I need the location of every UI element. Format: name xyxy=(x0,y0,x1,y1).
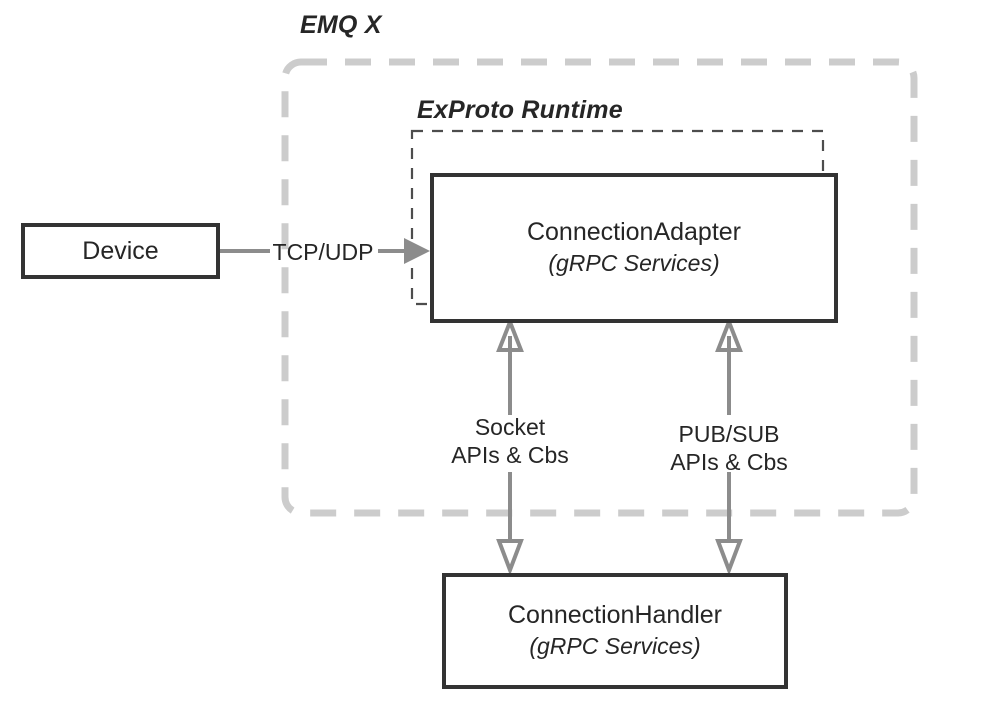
emqx-zone-title: EMQ X xyxy=(300,11,382,39)
tcp-udp-arrowhead-icon xyxy=(404,238,430,264)
edge-label-pubsub-apis: PUB/SUB APIs & Cbs xyxy=(670,421,788,475)
pubsub-arrowhead-down-icon xyxy=(715,539,743,576)
pubsub-arrowhead-up-icon xyxy=(715,316,743,352)
emqx-zone-boundary xyxy=(281,58,918,517)
socket-arrowhead-up-icon xyxy=(496,316,524,352)
exproto-zone-title: ExProto Runtime xyxy=(417,96,623,124)
node-connection-handler[interactable]: ConnectionHandler (gRPC Services) xyxy=(442,573,788,689)
node-connection-adapter-subtitle: (gRPC Services) xyxy=(548,250,720,276)
edge-label-tcp-udp: TCP/UDP xyxy=(272,239,374,265)
node-device[interactable]: Device xyxy=(21,223,220,279)
socket-arrowhead-down-icon xyxy=(496,539,524,576)
node-device-title: Device xyxy=(82,236,159,265)
node-connection-adapter[interactable]: ConnectionAdapter (gRPC Services) xyxy=(430,173,838,323)
node-connection-handler-subtitle: (gRPC Services) xyxy=(529,633,701,659)
node-connection-handler-title: ConnectionHandler xyxy=(507,601,723,630)
node-connection-adapter-title: ConnectionAdapter xyxy=(526,218,742,247)
edge-label-socket-apis: Socket APIs & Cbs xyxy=(451,414,569,468)
